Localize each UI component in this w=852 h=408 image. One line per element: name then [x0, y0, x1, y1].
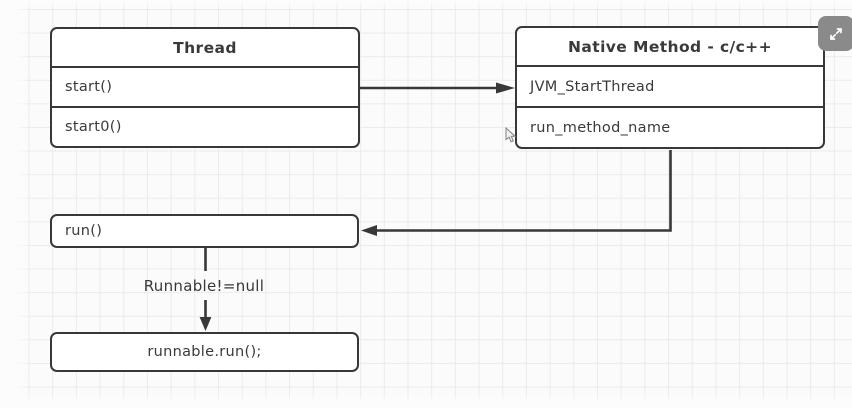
node-run[interactable]: run()	[50, 214, 359, 248]
watermark	[0, 343, 20, 363]
expand-icon	[830, 27, 842, 40]
node-native-method-row-runmethodname: run_method_name	[517, 106, 823, 147]
edge-native-to-run	[376, 150, 672, 232]
node-native-method-title: Native Method - c/c++	[568, 37, 772, 56]
arrowhead-left	[361, 225, 377, 236]
node-thread-row-start0: start0()	[52, 106, 358, 146]
canvas-fade-left	[0, 0, 30, 408]
node-native-method-row-jvmstartthread: JVM_StartThread	[517, 65, 823, 106]
node-native-method[interactable]: Native Method - c/c++ JVM_StartThread ru…	[515, 26, 825, 149]
arrowhead-right	[496, 82, 515, 94]
node-runnable-run-label: runnable.run();	[147, 344, 262, 360]
node-run-label: run()	[65, 223, 103, 239]
node-thread-title: Thread	[173, 38, 237, 57]
node-thread-row-start: start()	[52, 66, 358, 106]
node-runnable-run[interactable]: runnable.run();	[50, 332, 359, 372]
watermark	[0, 225, 20, 245]
arrowhead-down	[199, 317, 212, 331]
canvas-fade-top	[0, 0, 852, 9]
edge-condition-label: Runnable!=null	[143, 277, 265, 295]
node-thread[interactable]: Thread start() start0()	[50, 27, 360, 148]
expand-button[interactable]	[818, 16, 852, 51]
canvas-fade-bottom	[0, 393, 852, 408]
watermark	[0, 100, 20, 120]
